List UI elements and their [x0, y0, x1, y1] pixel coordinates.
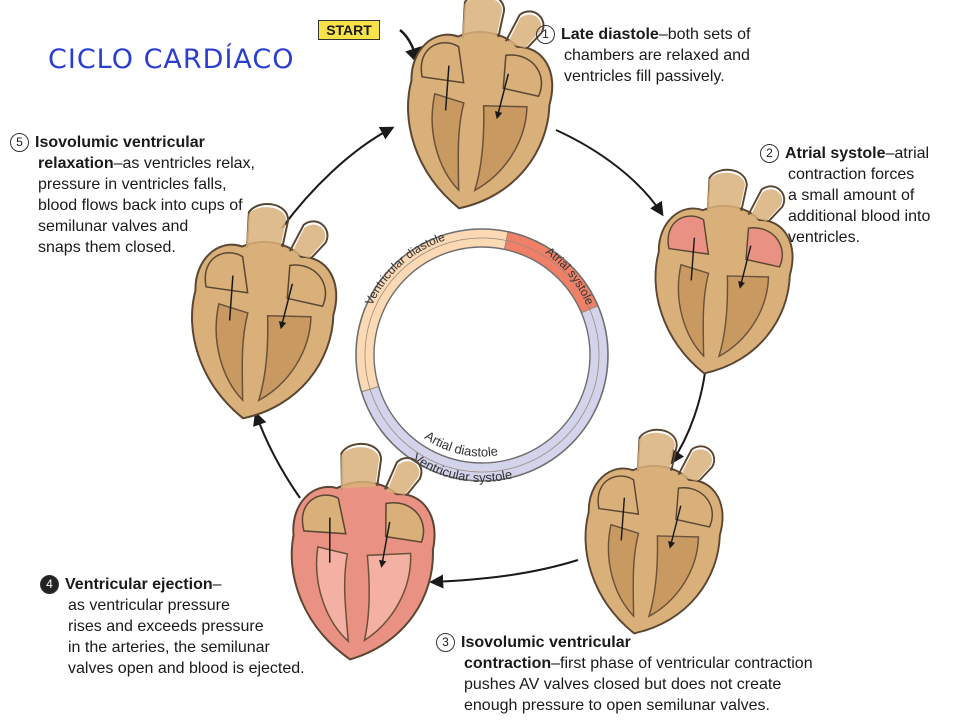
step-5-line: snaps them closed.	[38, 239, 176, 256]
cycle-arrow-3-to-4	[429, 559, 579, 589]
phase-ring: Ventricular diastole Atrial systole Arti…	[355, 228, 609, 485]
step-3-line: enough pressure to open semilunar valves…	[464, 697, 770, 714]
heart-late-diastole	[407, 0, 554, 210]
step-3-number: 3	[436, 633, 455, 652]
start-badge: START	[318, 20, 380, 40]
step-2-line: atrial	[894, 145, 930, 162]
step-4-line: in the arteries, the semilunar	[68, 639, 270, 656]
step-2-line: a small amount of	[788, 187, 915, 204]
step-5-heading: Isovolumic ventricular	[35, 134, 205, 151]
step-1-heading: Late diastole	[561, 26, 659, 43]
heart-atrial-systole	[654, 168, 794, 375]
cycle-arrow-1-to-2	[555, 129, 664, 217]
step-1-number: 1	[536, 25, 555, 44]
step-4-line: valves open and blood is ejected.	[68, 660, 305, 677]
step-4-line: rises and exceeds pressure	[68, 618, 264, 635]
step-5-line: blood flows back into cups of	[38, 197, 243, 214]
step-2-line: ventricles.	[788, 229, 861, 246]
cycle-arrow-5-to-1	[281, 126, 395, 229]
step-3-line: first phase of ventricular contraction	[560, 655, 813, 672]
step-5-line: semilunar valves and	[38, 218, 189, 235]
step-4-number: 4	[40, 575, 59, 594]
step-3-line: pushes AV valves closed but does not cre…	[464, 676, 782, 693]
step-2-heading: Atrial systole	[785, 145, 886, 162]
heart-isovolumic-relaxation	[191, 203, 338, 420]
step-5-line: pressure in ventricles falls,	[38, 176, 227, 193]
step-5-line: as ventricles relax,	[122, 155, 256, 172]
page-title: CICLO CARDÍACO	[48, 44, 295, 75]
cycle-arrow-4-to-5	[253, 411, 301, 499]
step-1-line: chambers are relaxed and	[564, 47, 750, 64]
step-3-heading: Isovolumic ventricular	[461, 634, 631, 651]
step-1-line: both sets of	[667, 26, 751, 43]
heart-isovolumic-contraction	[584, 428, 724, 635]
step-5-heading-cont: relaxation	[38, 155, 114, 172]
step-5-number: 5	[10, 133, 29, 152]
step-4-line: as ventricular pressure	[68, 597, 230, 614]
step-2-line: contraction forces	[788, 166, 915, 183]
step-2-line: additional blood into	[788, 208, 931, 225]
step-1-line: ventricles fill passively.	[564, 68, 725, 85]
step-4-heading: Ventricular ejection	[65, 576, 213, 593]
heart-ventricular-ejection	[290, 442, 436, 661]
cycle-arrow-2-to-3	[670, 364, 707, 465]
step-2-number: 2	[760, 144, 779, 163]
step-3-heading-cont: contraction	[464, 655, 552, 672]
